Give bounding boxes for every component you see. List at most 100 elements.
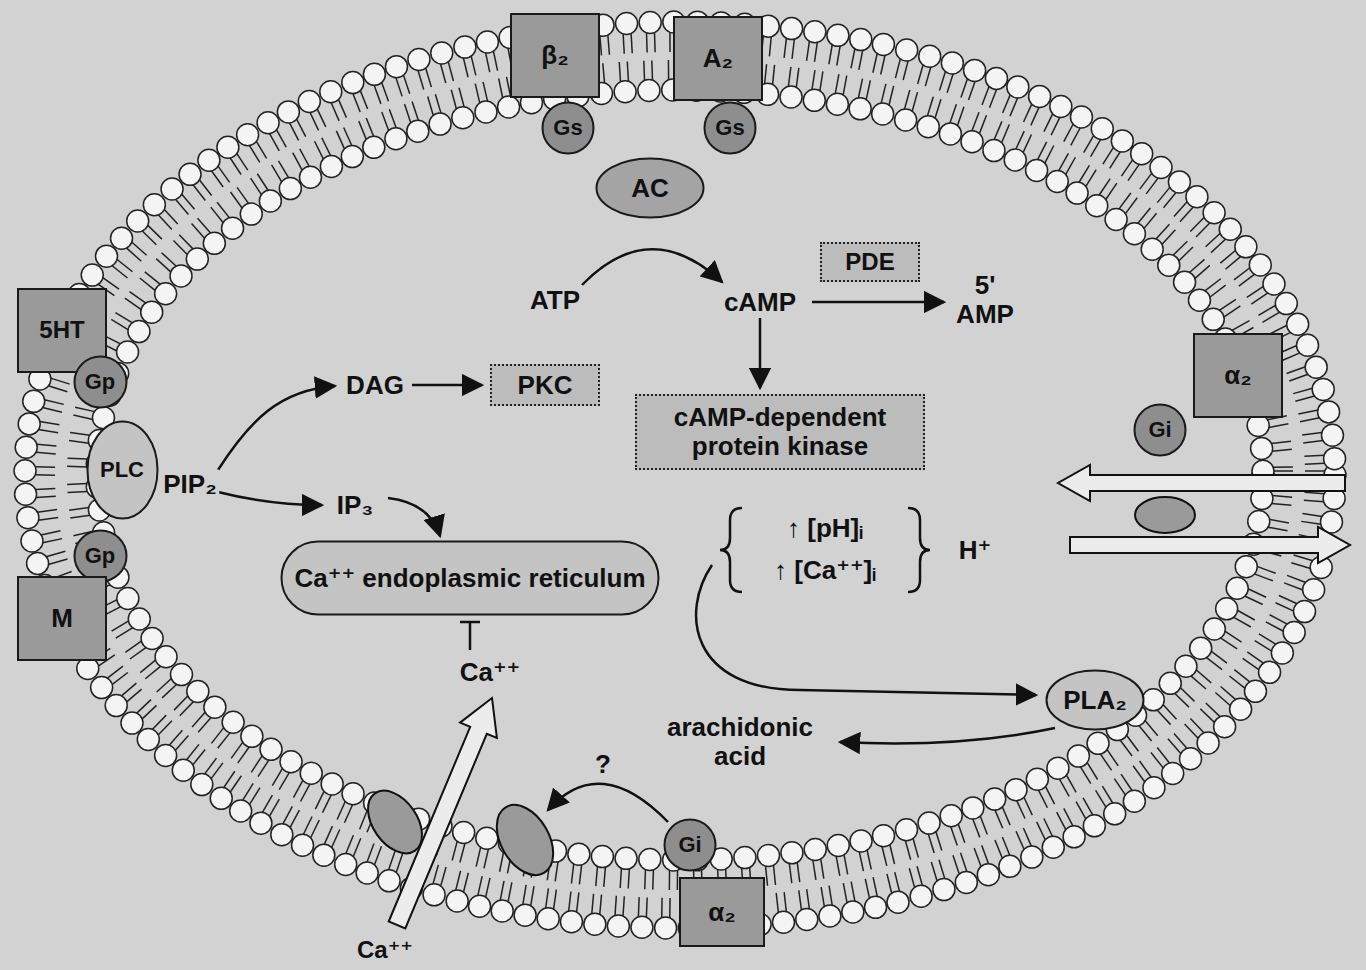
lipid-head — [655, 917, 677, 939]
lipid-tail — [1079, 165, 1089, 182]
lipid-head — [1259, 661, 1281, 683]
lipid-head — [454, 36, 476, 58]
lipid-head — [1230, 698, 1252, 720]
lipid-tail — [881, 55, 885, 75]
lipid-head — [1214, 716, 1236, 738]
lipid-tail — [1248, 589, 1266, 597]
lipid-tail — [1229, 676, 1245, 688]
lipid-tail — [1023, 828, 1031, 846]
lipid-head — [1091, 118, 1113, 140]
lipid-tail — [1045, 786, 1054, 804]
lipid-tail — [486, 878, 490, 898]
lipid-tail — [1291, 563, 1310, 569]
lipid-head — [155, 646, 177, 668]
lipid-tail — [953, 855, 959, 874]
lipid-tail — [389, 109, 396, 128]
lipid-head — [271, 824, 293, 846]
lipid-head — [1150, 157, 1172, 179]
lipid-tail — [198, 218, 211, 233]
lipid-tail — [51, 378, 70, 384]
lipid-tail — [451, 90, 456, 109]
lipid-tail — [579, 865, 581, 885]
lipid-tail — [428, 97, 434, 116]
lipid-head — [1324, 448, 1346, 470]
lipid-tail — [1284, 583, 1303, 590]
lipid-tail — [1064, 808, 1073, 826]
lipid-head — [300, 166, 322, 188]
lipid-tail — [796, 68, 799, 88]
lipid-head — [1029, 85, 1051, 107]
lipid-tail — [164, 209, 178, 224]
enzyme-oval: AC — [595, 157, 705, 219]
lipid-tail — [157, 678, 172, 692]
lipid-tail — [615, 896, 616, 916]
lipid-tail — [807, 41, 810, 61]
lipid-head — [292, 834, 314, 856]
membrane-protein — [357, 781, 433, 864]
lipid-tail — [882, 846, 887, 865]
lipid-tail — [173, 240, 187, 254]
lipid-tail — [890, 845, 895, 864]
lipid-tail — [909, 868, 914, 887]
lipid-tail — [646, 33, 648, 53]
lipid-head — [1004, 149, 1026, 171]
lipid-tail — [269, 133, 279, 150]
lipid-tail — [70, 433, 90, 436]
lipid-tail — [276, 130, 286, 147]
lipid-head — [1168, 171, 1190, 193]
metabolite-label: ATP — [527, 286, 583, 315]
lipid-tail — [546, 888, 549, 908]
lipid-head — [385, 56, 407, 78]
lipid-tail — [142, 231, 156, 245]
lipid-tail — [844, 855, 848, 875]
lipid-tail — [1003, 95, 1011, 113]
lipid-head — [423, 884, 445, 906]
lipid-tail — [1151, 752, 1163, 768]
node-text: M — [51, 604, 73, 633]
lipid-tail — [821, 859, 824, 879]
lipid-head — [186, 248, 208, 270]
lipid-tail — [789, 863, 792, 883]
lipid-tail — [1121, 774, 1132, 791]
enzyme-oval: PLC — [86, 420, 159, 520]
lipid-head — [873, 825, 895, 847]
lipid-head — [1188, 289, 1210, 311]
receptor-box: α₂ — [1193, 333, 1283, 418]
node-shape — [87, 422, 157, 519]
right-brace — [908, 508, 930, 592]
ip3-arrow — [388, 498, 440, 536]
lipid-tail — [865, 879, 869, 899]
lipid-tail — [1023, 134, 1031, 152]
lipid-tail — [256, 141, 266, 158]
enzyme-box: PDE — [820, 242, 920, 282]
lipid-tail — [571, 864, 573, 884]
lipid-head — [1247, 415, 1269, 437]
exchanger-protein — [1135, 497, 1195, 533]
lipid-head — [128, 321, 150, 343]
lipid-head — [803, 89, 825, 111]
lipid-tail — [765, 64, 767, 84]
lipid-head — [616, 13, 638, 35]
lipid-head — [313, 844, 335, 866]
lipid-tail — [1266, 622, 1284, 631]
lipid-tail — [577, 892, 579, 912]
lipid-tail — [499, 78, 503, 98]
lipid-tail — [1038, 790, 1047, 808]
node-text: Gs — [553, 116, 582, 140]
metabolite-label: IP₃ — [334, 491, 377, 520]
lipid-tail — [69, 507, 89, 510]
lipid-tail — [360, 811, 368, 830]
lipid-head — [18, 413, 40, 435]
lipid-head — [1159, 672, 1181, 694]
lipid-head — [1175, 655, 1197, 677]
lipid-tail — [858, 79, 862, 99]
lipid-tail — [1037, 822, 1046, 840]
lipid-tail — [353, 93, 360, 112]
lipid-head — [407, 120, 429, 142]
lipid-tail — [1302, 433, 1322, 436]
lipid-tail — [523, 885, 526, 905]
lipid-tail — [1002, 124, 1010, 142]
lipid-tail — [813, 860, 816, 880]
lipid-tail — [1220, 638, 1237, 649]
lipid-tail — [1059, 153, 1069, 170]
